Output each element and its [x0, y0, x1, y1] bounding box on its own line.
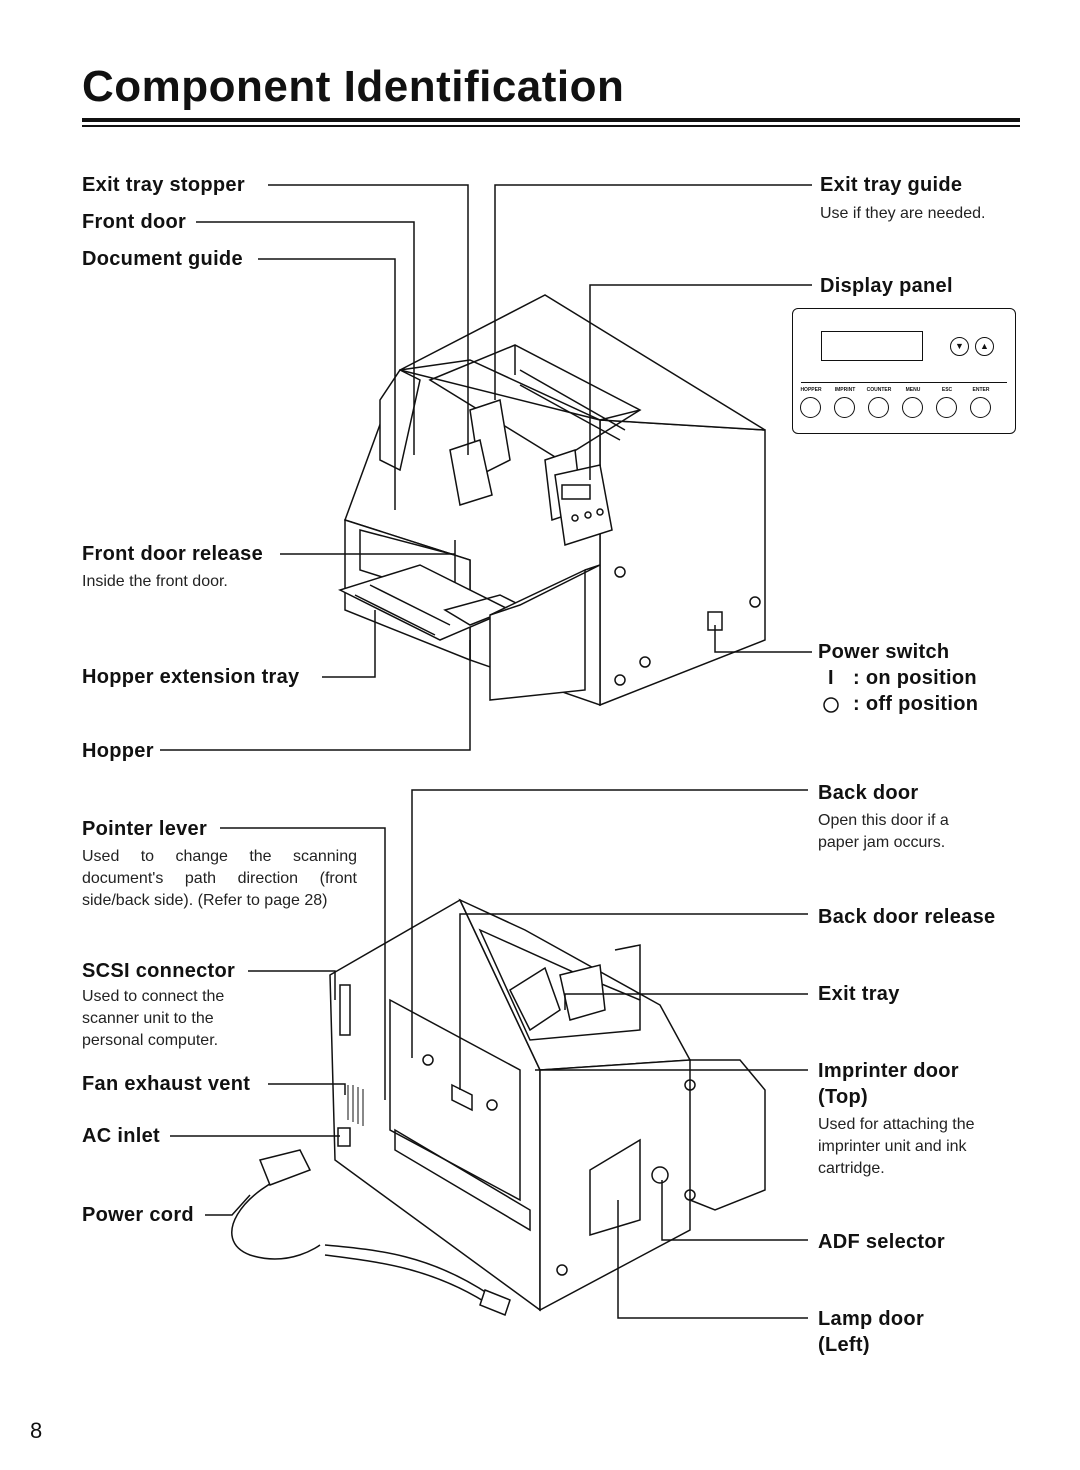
panel-button-enter	[970, 397, 991, 418]
panel-divider	[801, 382, 1007, 383]
label-hopper-extension-tray: Hopper extension tray	[82, 666, 300, 688]
label-document-guide: Document guide	[82, 248, 243, 270]
label-imprinter-door: Imprinter door	[818, 1060, 959, 1082]
panel-label-esc: ESC	[941, 387, 953, 393]
label-front-door-release: Front door release	[82, 543, 263, 565]
page-number: 8	[30, 1418, 43, 1443]
page-title: Component Identification	[82, 62, 625, 111]
panel-label-hopper: HOPPER	[800, 387, 822, 393]
label-power-switch: Power switch	[818, 641, 950, 663]
title-rule	[82, 118, 1020, 122]
lcd-screen	[821, 331, 923, 361]
label-adf-selector: ADF selector	[818, 1231, 945, 1253]
label-exit-tray-guide: Exit tray guide	[820, 174, 963, 196]
label-exit-tray: Exit tray	[818, 983, 900, 1005]
title-rule-thin	[82, 125, 1020, 127]
label-hopper: Hopper	[82, 740, 154, 762]
label-lamp-door-sub: (Left)	[818, 1334, 870, 1356]
label-display-panel: Display panel	[820, 275, 953, 297]
label-scsi-connector: SCSI connector	[82, 960, 236, 982]
note-imprinter-door: Used for attaching the imprinter unit an…	[818, 1116, 975, 1177]
panel-button-esc	[936, 397, 957, 418]
label-pointer-lever: Pointer lever	[82, 818, 208, 840]
panel-label-imprint: IMPRINT	[834, 387, 856, 393]
note-back-door: Open this door if a paper jam occurs.	[818, 812, 949, 851]
panel-label-enter: ENTER	[972, 387, 990, 393]
label-back-door-release: Back door release	[818, 906, 996, 928]
label-back-door: Back door	[818, 782, 919, 804]
panel-button-imprint	[834, 397, 855, 418]
off-position-icon	[823, 697, 839, 713]
panel-button-hopper	[800, 397, 821, 418]
up-arrow-icon: ▲	[975, 337, 994, 356]
label-lamp-door: Lamp door	[818, 1308, 925, 1330]
label-power-cord: Power cord	[82, 1204, 194, 1226]
scanner-rear-illustration	[231, 898, 766, 1316]
scanner-front-illustration	[338, 294, 766, 707]
panel-button-counter	[868, 397, 889, 418]
note-front-door-release: Inside the front door.	[82, 573, 228, 590]
label-off-position: : off position	[853, 693, 979, 715]
panel-button-menu	[902, 397, 923, 418]
note-scsi-connector: Used to connect the scanner unit to the …	[82, 988, 225, 1049]
display-panel-detail: ▼ ▲ HOPPER IMPRINT COUNTER MENU ESC ENTE…	[792, 308, 1016, 434]
label-ac-inlet: AC inlet	[82, 1125, 160, 1147]
panel-label-counter: COUNTER	[866, 387, 892, 393]
on-position-symbol: I	[828, 667, 834, 689]
label-exit-tray-stopper: Exit tray stopper	[82, 174, 245, 196]
note-pointer-lever: Used to change the scanning document's p…	[82, 848, 357, 909]
label-fan-exhaust-vent: Fan exhaust vent	[82, 1073, 251, 1095]
panel-label-menu: MENU	[905, 387, 921, 393]
label-imprinter-door-sub: (Top)	[818, 1086, 868, 1108]
down-arrow-icon: ▼	[950, 337, 969, 356]
label-on-position: : on position	[853, 667, 977, 689]
note-exit-tray-guide: Use if they are needed.	[820, 205, 986, 222]
label-front-door: Front door	[82, 211, 187, 233]
